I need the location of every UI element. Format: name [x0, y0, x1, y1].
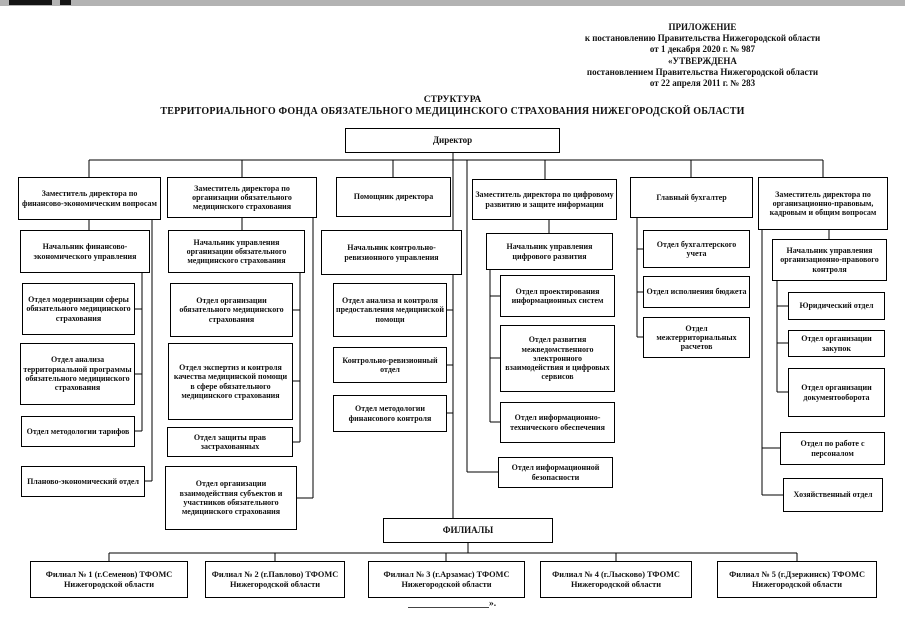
- box-deputy-legal-hr: Заместитель директора по организационно-…: [758, 177, 888, 230]
- box-dept-tariff-methodology: Отдел методологии тарифов: [21, 416, 135, 447]
- box-director-assistant: Помощник директора: [336, 177, 451, 217]
- box-head-finance-dept: Начальник финансово-экономического управ…: [20, 230, 150, 273]
- box-deputy-digital: Заместитель директора по цифровому разви…: [472, 179, 617, 220]
- box-dept-budget-execution: Отдел исполнения бюджета: [643, 276, 750, 308]
- scan-artifact-mark: [9, 0, 52, 5]
- box-dept-accounting: Отдел бухгалтерского учета: [643, 230, 750, 268]
- box-deputy-finance: Заместитель директора по финансово-эконо…: [18, 177, 161, 220]
- title-line-2: ТЕРРИТОРИАЛЬНОГО ФОНДА ОБЯЗАТЕЛЬНОГО МЕД…: [160, 106, 745, 117]
- box-dept-info-systems-design: Отдел проектирования информационных сист…: [500, 275, 615, 317]
- box-director: Директор: [345, 128, 560, 153]
- box-head-audit-dept: Начальник контрольно-ревизионного управл…: [321, 230, 462, 275]
- box-branch-2-pavlovo: Филиал № 2 (г.Павлово) ТФОМС Нижегородск…: [205, 561, 345, 598]
- box-dept-audit: Контрольно-ревизионный отдел: [333, 347, 447, 383]
- box-dept-procurement: Отдел организации закупок: [788, 330, 885, 357]
- box-head-digital-dept: Начальник управления цифрового развития: [486, 233, 613, 270]
- page-title: СТРУКТУРА ТЕРРИТОРИАЛЬНОГО ФОНДА ОБЯЗАТЕ…: [0, 95, 905, 118]
- appendix-line: ПРИЛОЖЕНИЕ: [668, 22, 737, 32]
- closing-underline: [408, 607, 489, 608]
- box-branch-5-dzerzhinsk: Филиал № 5 (г.Дзержинск) ТФОМС Нижегород…: [717, 561, 877, 598]
- box-dept-digital-services: Отдел развития межведомственного электро…: [500, 325, 615, 392]
- box-branch-3-arzamas: Филиал № 3 (г.Арзамас) ТФОМС Нижегородск…: [368, 561, 525, 598]
- box-dept-legal: Юридический отдел: [788, 292, 885, 320]
- box-filials: ФИЛИАЛЫ: [383, 518, 553, 543]
- appendix-line: от 22 апреля 2011 г. № 283: [649, 78, 756, 89]
- box-dept-it-support: Отдел информационно-технического обеспеч…: [500, 402, 615, 443]
- title-line-1: СТРУКТУРА: [423, 95, 482, 105]
- box-dept-quality-expertise: Отдел экспертиз и контроля качества меди…: [168, 343, 293, 420]
- appendix-header: ПРИЛОЖЕНИЕ к постановлению Правительства…: [505, 22, 900, 89]
- box-dept-insurance-organization: Отдел организации обязательного медицинс…: [170, 283, 293, 337]
- box-deputy-insurance-org: Заместитель директора по организации обя…: [167, 177, 317, 218]
- box-head-insurance-org: Начальник управления организации обязате…: [168, 230, 305, 273]
- scan-artifact-strip: [0, 0, 905, 6]
- box-chief-accountant: Главный бухгалтер: [630, 177, 753, 218]
- box-head-legal-control: Начальник управления организационно-прав…: [772, 239, 887, 281]
- appendix-line: к постановлению Правительства Нижегородс…: [584, 33, 821, 44]
- box-dept-financial-control-methodology: Отдел методологии финансового контроля: [333, 395, 447, 432]
- box-dept-interterritorial-settlements: Отдел межтерриториальных расчетов: [643, 317, 750, 358]
- box-dept-modernization: Отдел модернизации сферы обязательного м…: [22, 283, 135, 335]
- appendix-line: от 1 декабря 2020 г. № 987: [649, 44, 756, 55]
- box-branch-1-semenov: Филиал № 1 (г.Семенов) ТФОМС Нижегородск…: [30, 561, 188, 598]
- appendix-line: «УТВЕРЖДЕНА: [668, 55, 737, 66]
- appendix-line: постановлением Правительства Нижегородск…: [586, 66, 819, 77]
- scan-artifact-mark: [60, 0, 71, 5]
- closing-quote-mark: ».: [489, 599, 497, 609]
- box-dept-program-analysis: Отдел анализа территориальной программы …: [20, 343, 135, 405]
- box-dept-care-control: Отдел анализа и контроля предоставления …: [333, 283, 447, 337]
- box-dept-info-security: Отдел информационной безопасности: [498, 457, 613, 488]
- box-dept-insured-rights: Отдел защиты прав застрахованных: [167, 427, 293, 457]
- box-dept-planning-economics: Планово-экономический отдел: [21, 466, 145, 497]
- box-dept-facilities: Хозяйственный отдел: [783, 478, 883, 512]
- box-branch-4-lyskovo: Филиал № 4 (г.Лысково) ТФОМС Нижегородск…: [540, 561, 692, 598]
- box-dept-personnel: Отдел по работе с персоналом: [780, 432, 885, 465]
- box-dept-document-flow: Отдел организации документооборота: [788, 368, 885, 417]
- box-dept-subjects-interaction: Отдел организации взаимодействия субъект…: [165, 466, 297, 530]
